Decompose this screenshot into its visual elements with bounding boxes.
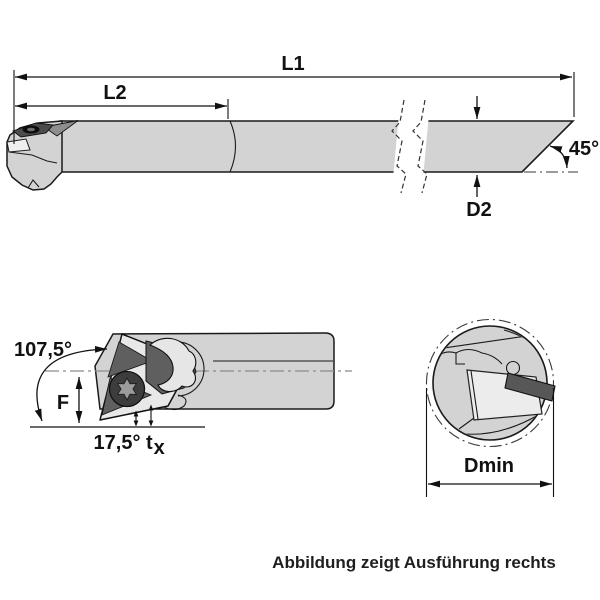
shank-profile [59, 120, 575, 173]
insert-detail-view: 107,5° F 17,5° tx [14, 332, 352, 459]
break-gap [393, 114, 429, 178]
d2-label: D2 [466, 199, 492, 221]
front-clamp-bump [505, 360, 521, 376]
clamp-hook [148, 337, 197, 393]
dmin-label: Dmin [464, 455, 514, 477]
head-notch-line [27, 179, 40, 189]
dmin-circle [425, 318, 555, 448]
tx-label-subscript: x [154, 437, 165, 459]
cutter-head [6, 120, 79, 191]
chamfer-angle-label: 45° [569, 138, 599, 160]
side-view: L1 L2 D2 45° [6, 53, 599, 221]
tx-label: tx [146, 432, 165, 459]
front-pocket-divider [470, 370, 479, 420]
tx-dimension-arrows [133, 404, 154, 427]
clamp-finger [42, 120, 79, 137]
break-line-left [391, 99, 407, 194]
l1-label: L1 [281, 53, 304, 75]
front-view: Dmin [425, 318, 556, 497]
front-insert-tip [504, 372, 556, 402]
clamp-hump-arc [175, 341, 205, 397]
head-step-line [8, 151, 58, 164]
f-label: F [57, 392, 69, 414]
front-clamp-step [455, 353, 465, 365]
chamfer-angle-arc [549, 145, 570, 169]
minor-angle-label: 17,5° [94, 432, 141, 454]
head-front-facet [6, 138, 31, 153]
insert-dark-facet-top [107, 341, 153, 378]
head-transition-arc [229, 120, 237, 173]
torx-socket [117, 377, 137, 401]
included-angle-label: 107,5° [14, 339, 72, 361]
included-angle-arc [34, 346, 108, 422]
front-clamp-line [434, 348, 503, 365]
l2-label: L2 [103, 82, 126, 104]
caption-text: Abbildung zeigt Ausführung rechts [272, 553, 556, 572]
front-pocket-tick [458, 417, 475, 430]
tx-label-base: t [146, 432, 153, 454]
break-line-right [412, 99, 428, 194]
screw-socket-top [27, 127, 35, 132]
